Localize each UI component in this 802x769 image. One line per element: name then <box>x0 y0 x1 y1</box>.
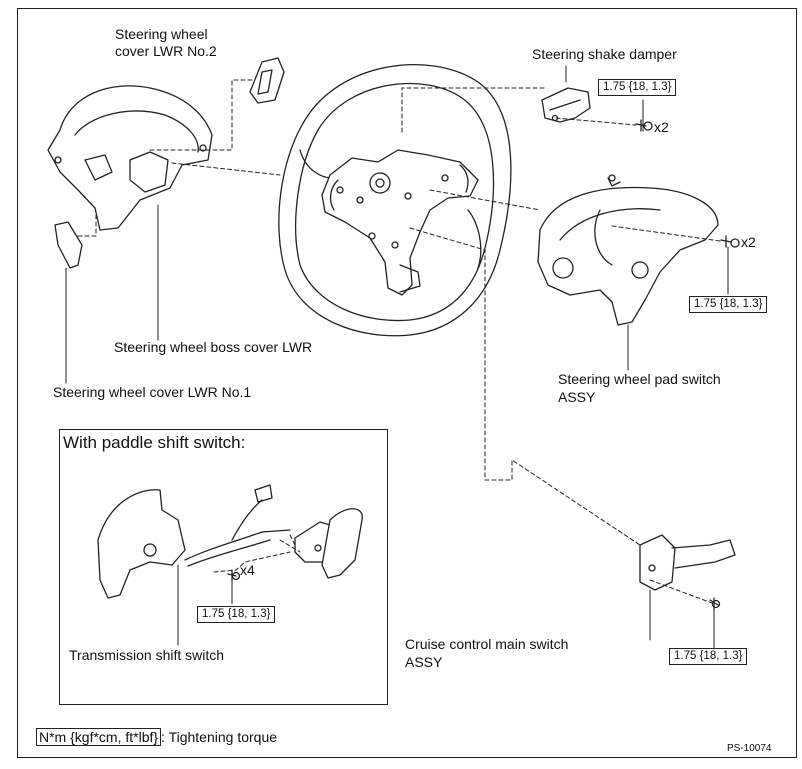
multiplier-pad: x2 <box>741 234 756 250</box>
cover-no1-part <box>54 221 83 269</box>
document-id: PS-10074 <box>727 743 772 754</box>
paddle-shift-inset <box>59 429 388 705</box>
torque-pad: 1.75 {18, 1.3} <box>689 296 768 313</box>
pad-switch-part <box>537 174 740 326</box>
multiplier-paddle: x4 <box>240 562 255 578</box>
legend-text: : Tightening torque <box>161 729 278 745</box>
shake-damper-part <box>541 87 653 132</box>
label-cruise-switch-line1: Cruise control main switch <box>405 636 569 652</box>
torque-legend: N*m {kgf*cm, ft*lbf}: Tightening torque <box>36 728 278 746</box>
label-cover-no2-line1: Steering wheel <box>115 26 208 42</box>
paddle-shift-parts <box>97 484 363 599</box>
cover-no2-part <box>249 57 285 104</box>
diagram-frame <box>17 8 797 758</box>
torque-paddle: 1.75 {18, 1.3} <box>197 606 276 623</box>
dashed-guides <box>77 79 721 604</box>
label-cover-no1: Steering wheel cover LWR No.1 <box>53 384 252 400</box>
legend-unit: N*m {kgf*cm, ft*lbf} <box>36 728 162 746</box>
boss-cover-part <box>47 85 213 231</box>
label-boss-cover: Steering wheel boss cover LWR <box>114 339 313 355</box>
label-cruise-switch-line2: ASSY <box>405 654 443 670</box>
torque-cruise: 1.75 {18, 1.3} <box>669 648 748 665</box>
leader-lines <box>65 65 729 649</box>
torque-damper: 1.75 {18, 1.3} <box>598 79 677 96</box>
label-transmission-switch: Transmission shift switch <box>69 647 225 663</box>
steering-wheel <box>278 64 512 337</box>
label-pad-switch-line2: ASSY <box>558 389 596 405</box>
cruise-switch-part <box>639 534 736 611</box>
label-cover-no2-line2: cover LWR No.2 <box>115 43 217 59</box>
label-shake-damper: Steering shake damper <box>532 46 677 62</box>
inset-title: With paddle shift switch: <box>63 433 246 452</box>
label-pad-switch-line1: Steering wheel pad switch <box>558 371 721 387</box>
multiplier-damper: x2 <box>654 119 669 135</box>
